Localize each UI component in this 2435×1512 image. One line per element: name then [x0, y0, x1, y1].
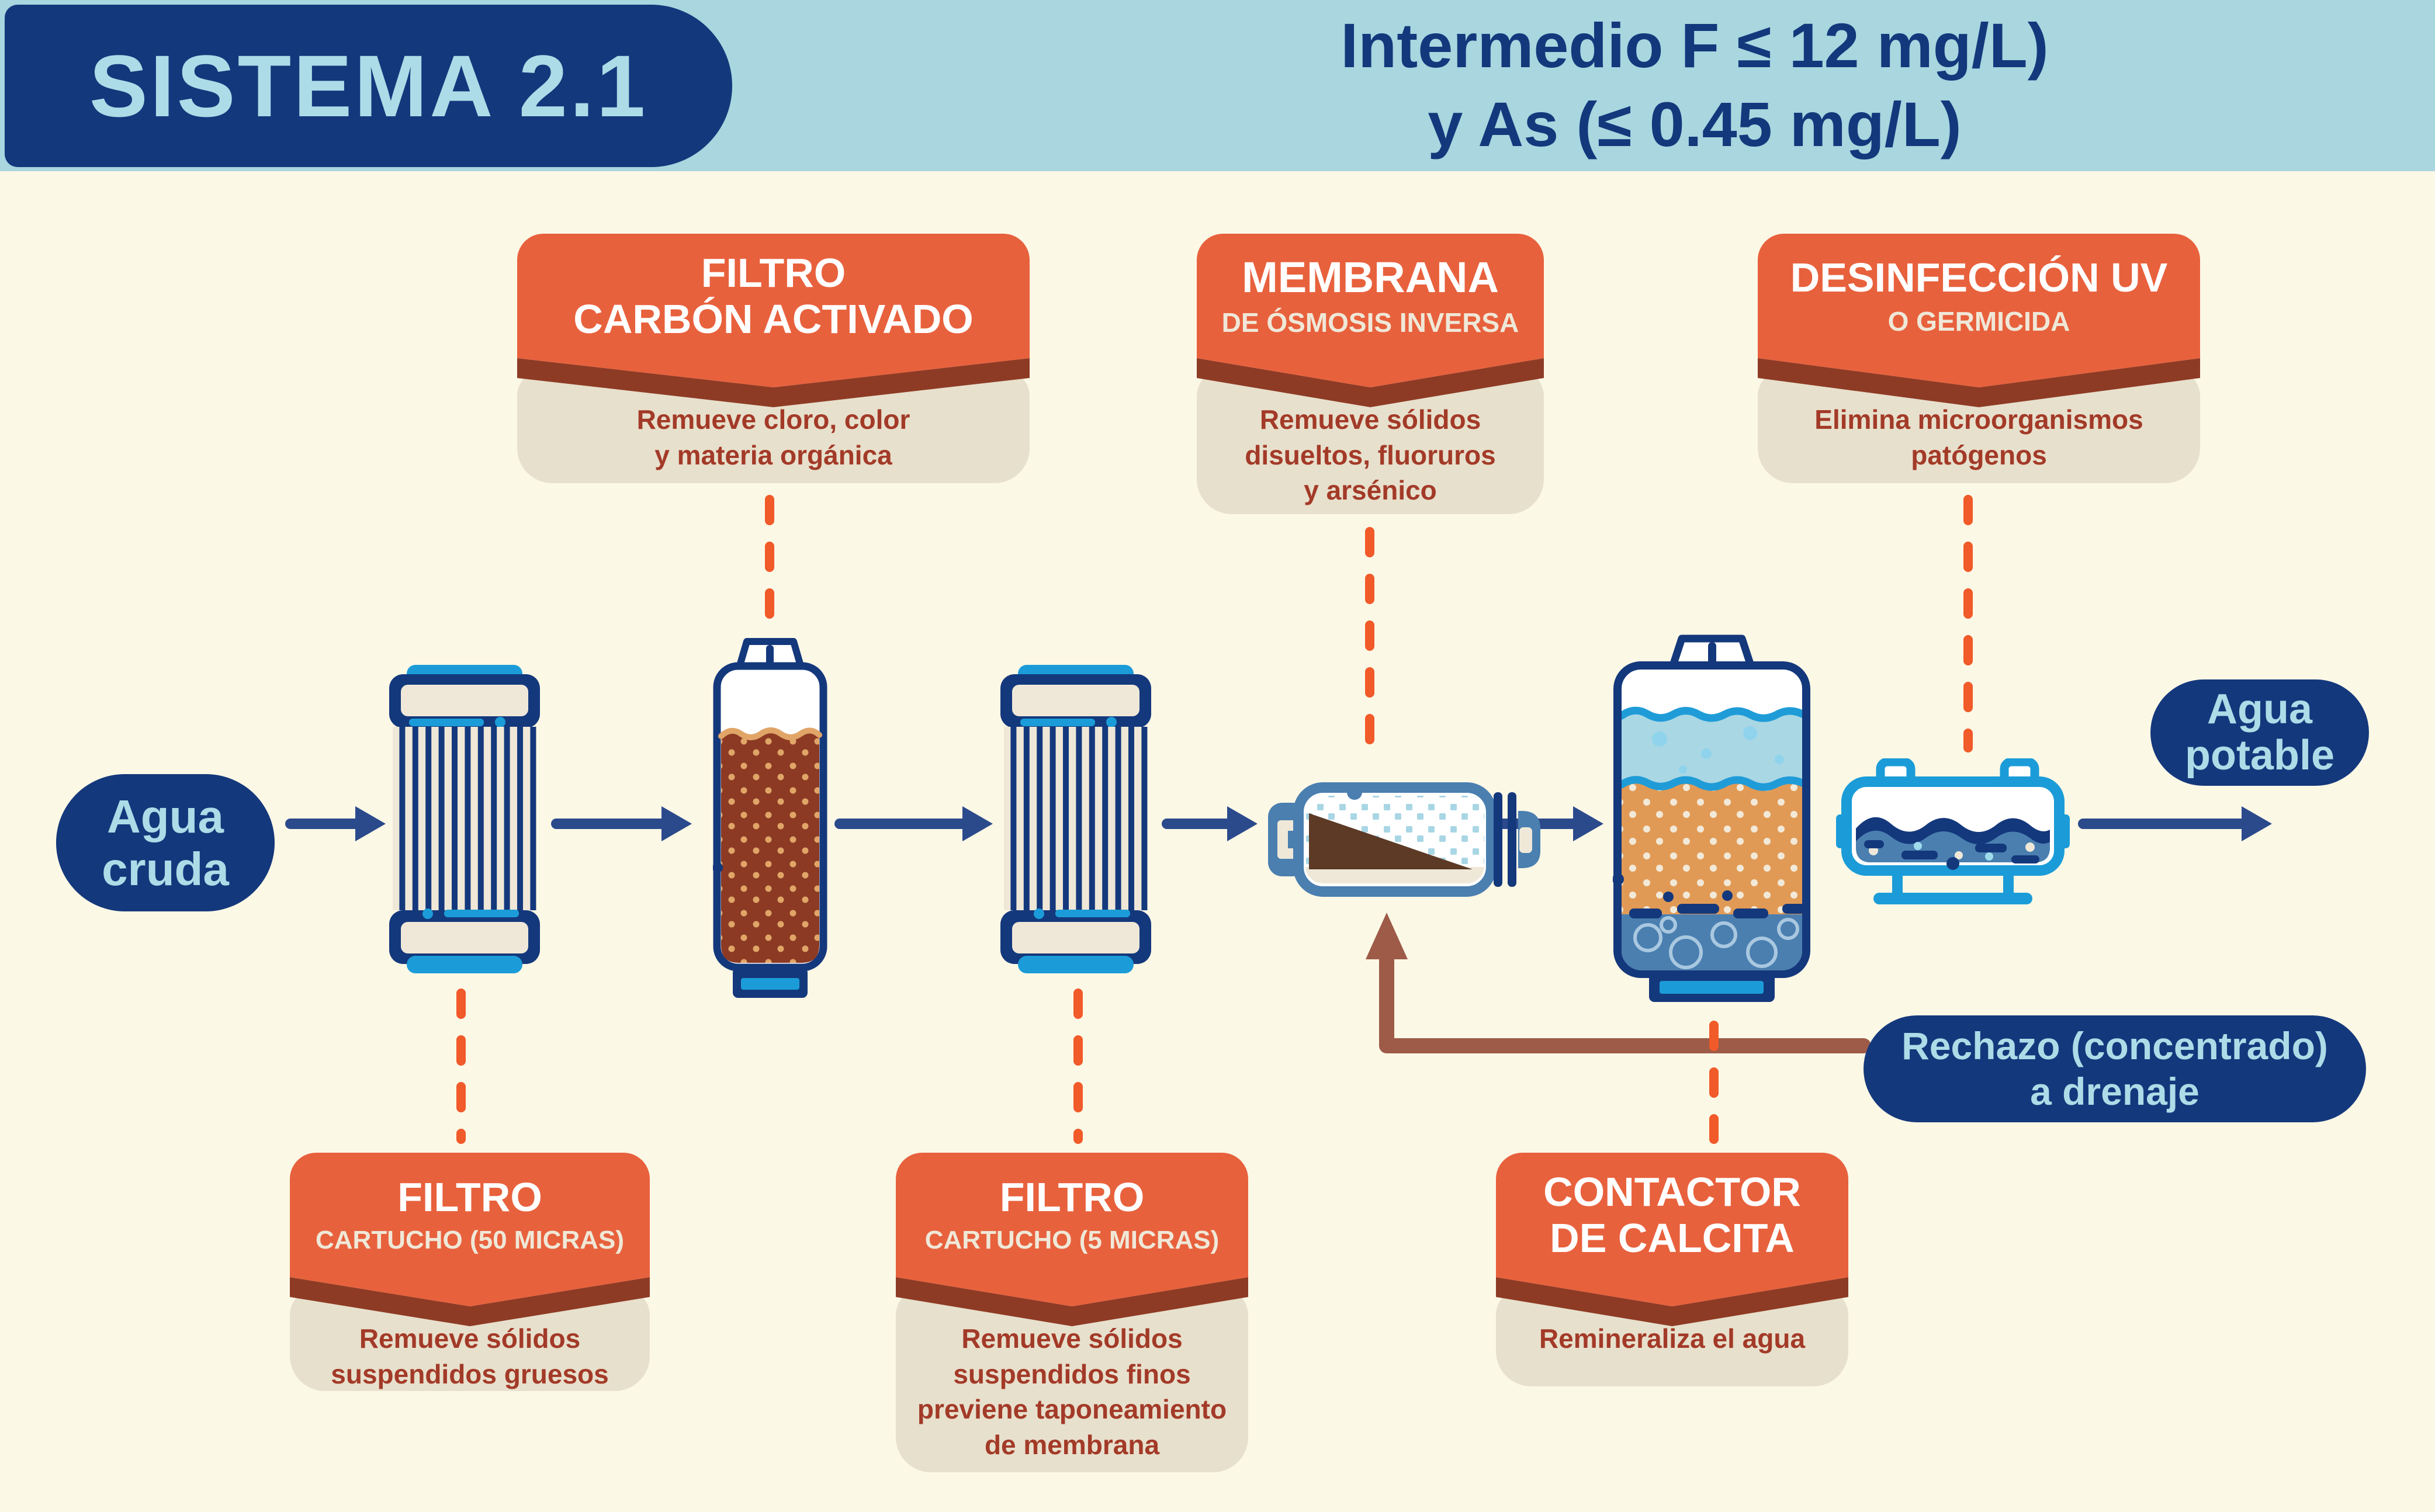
system-title: SISTEMA 2.1 [89, 36, 648, 135]
dashed-connectors [456, 495, 1973, 1144]
label-ribbon: CONTACTOR DE CALCITA [1496, 1153, 1848, 1306]
carbon-filter-icon [713, 637, 827, 1004]
label-carbon-filter: FILTRO CARBÓN ACTIVADO Remueve cloro, co… [517, 234, 1030, 483]
label-membrane: MEMBRANA DE ÓSMOSIS INVERSA Remueve sóli… [1197, 234, 1544, 514]
reject-path [1366, 913, 1871, 1053]
label-ribbon: FILTRO CARTUCHO (5 MICRAS) [896, 1153, 1248, 1306]
label-ribbon: MEMBRANA DE ÓSMOSIS INVERSA [1197, 234, 1544, 387]
reject-arrow-icon [1366, 913, 1408, 959]
flow-arrow-icon [285, 806, 386, 841]
reject-water-pill: Rechazo (concentrado) a drenaje [1864, 1015, 2366, 1122]
flow-arrow-icon [1162, 806, 1258, 841]
label-ribbon: DESINFECCIÓN UV O GERMICIDA [1758, 234, 2200, 387]
label-filter-50: FILTRO CARTUCHO (50 MICRAS) Remueve sóli… [290, 1153, 650, 1391]
sediment-filter-50-icon [389, 665, 540, 973]
label-calcite: CONTACTOR DE CALCITA Remineraliza el agu… [1496, 1153, 1848, 1386]
raw-water-pill: Agua cruda [56, 774, 275, 911]
flow-arrows [285, 806, 2272, 841]
ro-membrane-icon [1268, 777, 1543, 903]
label-ribbon: FILTRO CARBÓN ACTIVADO [517, 234, 1030, 387]
system-badge: SISTEMA 2.1 [5, 5, 732, 167]
label-uv: DESINFECCIÓN UV O GERMICIDA Elimina micr… [1758, 234, 2200, 483]
flow-arrow-icon [2078, 806, 2272, 841]
page-title: Intermedio F ≤ 12 mg/L) y As (≤ 0.45 mg/… [1023, 6, 2367, 164]
flow-arrow-icon [551, 806, 692, 841]
sediment-filter-5-icon [1000, 665, 1151, 973]
uv-disinfection-icon [1836, 758, 2070, 911]
flow-arrow-icon [834, 806, 993, 841]
page-title-line2: y As (≤ 0.45 mg/L) [1428, 89, 1962, 159]
label-filter-5: FILTRO CARTUCHO (5 MICRAS) Remueve sólid… [896, 1153, 1248, 1472]
label-ribbon: FILTRO CARTUCHO (50 MICRAS) [290, 1153, 650, 1306]
page-title-line1: Intermedio F ≤ 12 mg/L) [1341, 10, 2049, 81]
potable-water-pill: Agua potable [2150, 679, 2369, 786]
calcite-contactor-icon [1613, 634, 1811, 1011]
